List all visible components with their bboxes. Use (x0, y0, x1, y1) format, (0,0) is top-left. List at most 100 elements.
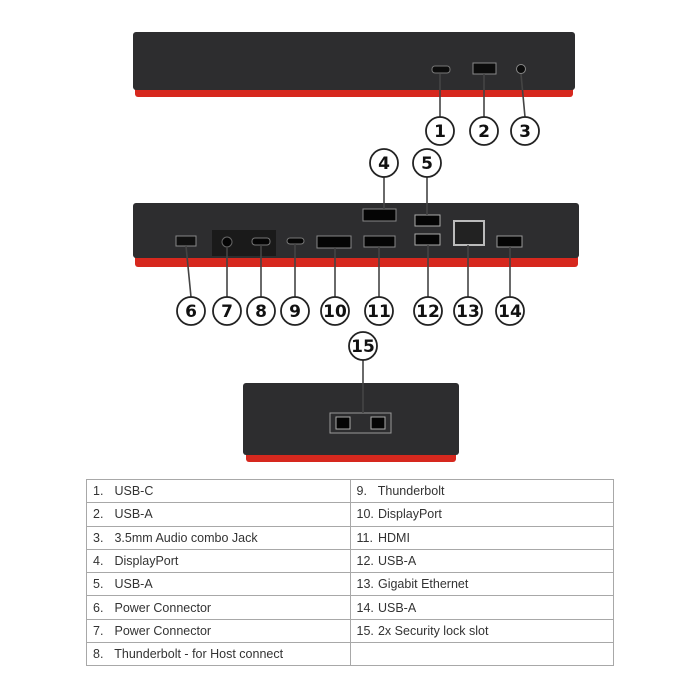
callout-number: 5 (421, 154, 433, 174)
legend-cell: 12. USB-A (349, 548, 614, 574)
table-row: 6. Power Connector 14. USB-A (86, 595, 614, 620)
legend-number: 10. (356, 507, 374, 522)
callout-circle (425, 116, 455, 146)
callout-circle (246, 296, 276, 326)
callout-circle (453, 296, 483, 326)
callout-circle (469, 116, 499, 146)
ethernet-port (453, 220, 485, 246)
callout-circle (320, 296, 350, 326)
callout-number: 3 (519, 122, 531, 142)
callout-number: 6 (185, 302, 197, 322)
callout-number: 9 (289, 302, 301, 322)
legend-number: 8. (93, 647, 104, 662)
legend-label: DisplayPort (377, 507, 442, 522)
callout-number: 15 (351, 337, 375, 357)
displayport-4 (362, 208, 397, 222)
thunderbolt-port (286, 237, 305, 245)
legend-cell: 8. Thunderbolt - for Host connect (86, 642, 351, 667)
displayport-10 (316, 235, 352, 249)
callout-circle (280, 296, 310, 326)
thunderbolt-host-port (251, 237, 271, 246)
callout-7: 7 (212, 247, 242, 326)
callout-number: 14 (498, 302, 522, 322)
callout-circle (369, 148, 399, 178)
callout-circle (212, 296, 242, 326)
legend-cell: 6. Power Connector (86, 595, 351, 620)
legend-label: USB-A (114, 577, 153, 592)
callout-1: 1 (425, 74, 455, 146)
legend-cell: 4. DisplayPort (86, 548, 351, 574)
callout-circle (412, 148, 442, 178)
legend-number: 6. (93, 600, 104, 615)
callout-number: 2 (478, 122, 490, 142)
legend-number: 4. (93, 554, 104, 569)
legend-label: USB-C (114, 484, 154, 499)
legend-label: Gigabit Ethernet (377, 577, 469, 592)
callout-12: 12 (413, 245, 443, 326)
legend-label: DisplayPort (114, 554, 179, 569)
table-row: 8. Thunderbolt - for Host connect (86, 642, 614, 667)
callout-number: 11 (367, 302, 391, 322)
legend-label: Power Connector (114, 623, 212, 638)
callout-15: 15 (348, 331, 378, 413)
legend-number: 2. (93, 507, 104, 522)
dock-back-view (133, 203, 579, 267)
legend-label: 2x Security lock slot (377, 623, 489, 638)
callout-13: 13 (453, 245, 483, 326)
audio-jack (516, 64, 526, 74)
callout-14: 14 (495, 247, 525, 326)
callout-leader-line (520, 73, 526, 118)
legend-number: 3. (93, 530, 104, 545)
dock-front-view (133, 32, 575, 97)
legend-cell: 13. Gigabit Ethernet (349, 572, 614, 597)
legend-label: USB-A (377, 600, 417, 615)
power-connector-6 (175, 235, 197, 247)
legend-label: Thunderbolt (377, 484, 445, 499)
legend-number: 11. (356, 530, 373, 545)
legend-number: 13. (356, 577, 374, 592)
legend-number: 1. (93, 484, 104, 499)
legend-cell: 9. Thunderbolt (349, 478, 614, 504)
usb-c-port (431, 65, 451, 74)
callout-circle (495, 296, 525, 326)
legend-cell: 2. USB-A (86, 502, 351, 527)
legend-cell: 1. USB-C (86, 478, 351, 504)
callout-9: 9 (280, 244, 310, 326)
legend-label: USB-A (114, 507, 153, 522)
callout-11: 11 (364, 247, 394, 326)
legend-cell: 3. 3.5mm Audio combo Jack (86, 525, 351, 550)
legend-cell: 10. DisplayPort (349, 502, 614, 527)
legend-number: 12. (356, 554, 374, 569)
legend-number: 15. (356, 623, 374, 638)
callout-3: 3 (510, 73, 540, 146)
callout-8: 8 (246, 245, 276, 326)
legend-cell (349, 642, 614, 667)
callout-number: 12 (416, 302, 440, 322)
callout-4: 4 (369, 148, 399, 209)
legend-number: 5. (93, 577, 104, 592)
callout-circle (413, 296, 443, 326)
usb-a-port (472, 62, 497, 75)
legend-number: 7. (93, 623, 104, 638)
legend-cell: 11. HDMI (349, 525, 614, 550)
legend-cell: 15. 2x Security lock slot (349, 618, 614, 644)
security-lock-slot (335, 416, 351, 430)
legend-label: HDMI (377, 530, 410, 545)
callout-circle (348, 331, 378, 361)
legend-label: Power Connector (114, 600, 212, 615)
callout-number: 1 (434, 122, 446, 142)
usb-a-port-12 (414, 233, 441, 246)
power-connector-7 (221, 236, 233, 248)
legend-number: 9. (356, 484, 367, 499)
legend-cell: 5. USB-A (86, 572, 351, 597)
legend-label: USB-A (377, 554, 417, 569)
dock-side-view (243, 383, 459, 462)
legend-number: 14. (356, 600, 374, 615)
callout-number: 13 (456, 302, 480, 322)
